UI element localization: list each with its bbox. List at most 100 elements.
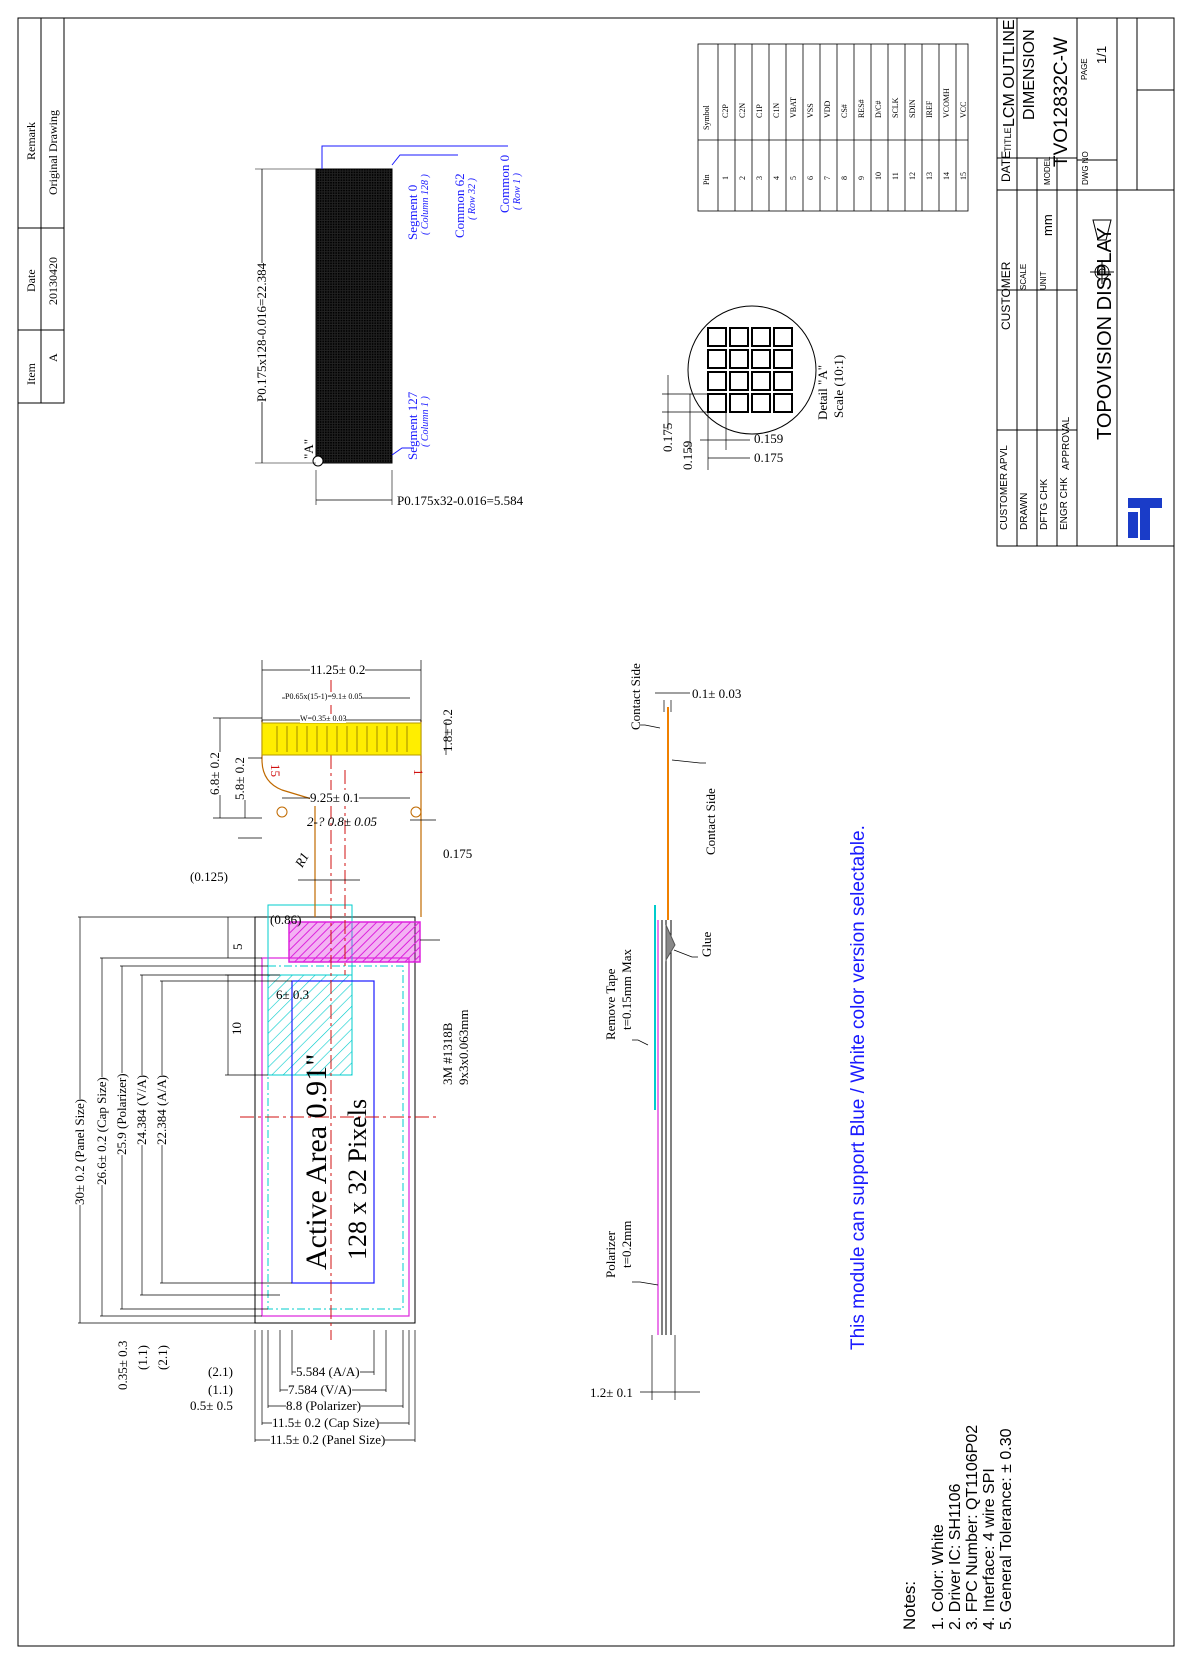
support-note: This module can support Blue / White col… bbox=[848, 825, 869, 1350]
tb-dftg-chk: DFTG CHK bbox=[1039, 478, 1050, 530]
segment127-label: Segment 127 bbox=[405, 391, 420, 460]
tb-title-line1: LCM OUTLINE bbox=[1001, 19, 1018, 127]
w21-dim: (2.1) bbox=[208, 1364, 233, 1379]
pin-number: 11 bbox=[891, 172, 900, 180]
tb-scale: SCALE bbox=[1019, 263, 1028, 290]
pin-symbol: VSS bbox=[806, 103, 815, 118]
pin-number: 8 bbox=[840, 176, 849, 180]
pin-symbol: SCLK bbox=[891, 97, 900, 118]
pin-symbol: C1N bbox=[772, 102, 781, 118]
w-aa-dim: 5.584 (A/A) bbox=[296, 1364, 360, 1380]
pixels-label: 128 x 32 Pixels bbox=[343, 1098, 372, 1260]
symbol-header: Symbol bbox=[702, 105, 711, 130]
pin-number: 3 bbox=[755, 176, 764, 180]
tb-title-line2: DIMENSION bbox=[1021, 29, 1038, 120]
pin15-marker: 15 bbox=[268, 764, 283, 777]
tb-company: TOPOVISION DISPLAY bbox=[1094, 227, 1116, 440]
pin-symbol: VDD bbox=[823, 100, 832, 118]
holes-dim: 2-? 0.8± 0.05 bbox=[307, 814, 377, 829]
fpc-width-dim: 11.25± 0.2 bbox=[310, 662, 366, 678]
tb-date: DATE bbox=[999, 150, 1013, 182]
panel-size-dim: 30± 0.2 (Panel Size) bbox=[72, 1098, 88, 1205]
pin-number: 15 bbox=[959, 172, 968, 180]
rev-date-header: Date bbox=[24, 269, 38, 292]
pixel-dim-length: P0.175x128-0.016=22.384 bbox=[254, 262, 270, 402]
pin-header: Pin bbox=[702, 174, 711, 185]
note-item: 2. Driver IC: SH1106 bbox=[947, 1483, 964, 1630]
tb-dwg-no: DWG NO bbox=[1081, 151, 1090, 185]
note-item: 4. Interface: 4 wire SPI bbox=[981, 1468, 998, 1630]
lead-width-dim: W=0.35± 0.03 bbox=[300, 714, 347, 723]
d10-dim: 10 bbox=[229, 1022, 244, 1035]
pitch-dim: P0.65x(15-1)=9.1± 0.05 bbox=[285, 692, 363, 701]
title-block-lines bbox=[996, 17, 1175, 547]
rev-date-value: 20130420 bbox=[46, 257, 60, 305]
pixel-array bbox=[255, 168, 393, 505]
pin-number: 10 bbox=[874, 172, 883, 180]
polarizer-thk: t=0.2mm bbox=[619, 1220, 634, 1268]
tb-customer: CUSTOMER bbox=[999, 261, 1013, 330]
pin-symbol: C1P bbox=[755, 104, 764, 118]
pin-number: 1 bbox=[721, 176, 730, 180]
pin1-marker: 1 bbox=[411, 769, 426, 776]
polarizer-label: Polarizer bbox=[603, 1231, 618, 1278]
pin-number: 5 bbox=[789, 176, 798, 180]
tb-unit: UNIT bbox=[1039, 271, 1048, 290]
b035-dim: 0.35± 0.3 bbox=[115, 1340, 130, 1390]
h58-dim: 5.8± 0.2 bbox=[232, 757, 248, 800]
w-panel-dim: 11.5± 0.2 (Panel Size) bbox=[270, 1432, 386, 1448]
va-dim: 24.384 (V/A) bbox=[134, 1074, 150, 1145]
common62-label: Common 62 bbox=[452, 173, 467, 238]
pin-symbol: CS# bbox=[840, 104, 849, 118]
pin-symbol: VCOMH bbox=[942, 88, 951, 118]
remove-tape-thk: t=0.15mm Max bbox=[619, 949, 634, 1030]
column1-label: ( Column 1 ) bbox=[420, 396, 431, 447]
note-item: 1. Color: White bbox=[930, 1524, 947, 1630]
tb-drawn: DRAWN bbox=[1019, 492, 1030, 530]
glue-label: Glue bbox=[699, 931, 714, 957]
tb-customer-apvl: CUSTOMER APVL bbox=[999, 445, 1010, 530]
front-view bbox=[78, 660, 447, 1442]
w11-dim: (1.1) bbox=[208, 1382, 233, 1397]
tb-model: TVO12832C-W bbox=[1051, 37, 1072, 167]
detail-a bbox=[662, 305, 817, 470]
tb-title-label: TITLE bbox=[1003, 127, 1013, 152]
detail-scale: Scale (10:1) bbox=[831, 354, 846, 418]
note-item: 5. General Tolerance: ± 0.30 bbox=[998, 1428, 1015, 1631]
tape-label-1: 3M #1318B bbox=[440, 1022, 455, 1085]
pin-number: 4 bbox=[772, 176, 781, 180]
detail-dim-1: 0.175 bbox=[660, 422, 675, 452]
pin-number: 14 bbox=[942, 172, 951, 180]
h68-dim: 6.8± 0.2 bbox=[207, 752, 223, 795]
pin-symbol: D/C# bbox=[874, 100, 883, 118]
company-logo bbox=[1128, 498, 1162, 540]
pin-number: 9 bbox=[857, 176, 866, 180]
tb-unit-value: mm bbox=[1040, 214, 1055, 236]
row1-label: ( Row 1 ) bbox=[512, 173, 523, 210]
fpc-thickness-dim: 0.1± 0.03 bbox=[692, 686, 742, 701]
pin-symbol: VCC bbox=[959, 101, 968, 118]
pin-symbol: IREF bbox=[925, 100, 934, 118]
d0125-dim: (0.125) bbox=[190, 869, 228, 884]
column128-label: ( Column 128 ) bbox=[420, 174, 431, 235]
pin-symbol: C2P bbox=[721, 104, 730, 118]
rev-remark-value: Original Drawing bbox=[46, 110, 60, 195]
tb-approval: APPROVAL bbox=[1061, 416, 1072, 470]
pixel-dim-width: P0.175x32-0.016=5.584 bbox=[397, 493, 524, 508]
contact-side-2: Contact Side bbox=[703, 788, 718, 855]
detail-dim-2: 0.159 bbox=[680, 440, 695, 470]
segment0-label: Segment 0 bbox=[405, 184, 420, 240]
rev-item-value: A bbox=[46, 353, 60, 362]
common0-label: Common 0 bbox=[497, 154, 512, 213]
pixel-leaders bbox=[321, 145, 508, 456]
w05-dim: 0.5± 0.5 bbox=[190, 1398, 233, 1413]
contact-side-1: Contact Side bbox=[628, 663, 643, 730]
detail-dim-4: 0.175 bbox=[754, 450, 784, 465]
note-item: 3. FPC Number: QT1106P02 bbox=[964, 1424, 981, 1630]
tail-dim: 1.8± 0.2 bbox=[440, 709, 455, 752]
d086-dim: (0.86) bbox=[270, 912, 302, 927]
pin-symbol: VBAT bbox=[789, 97, 798, 118]
tb-page: 1/1 bbox=[1094, 45, 1109, 64]
